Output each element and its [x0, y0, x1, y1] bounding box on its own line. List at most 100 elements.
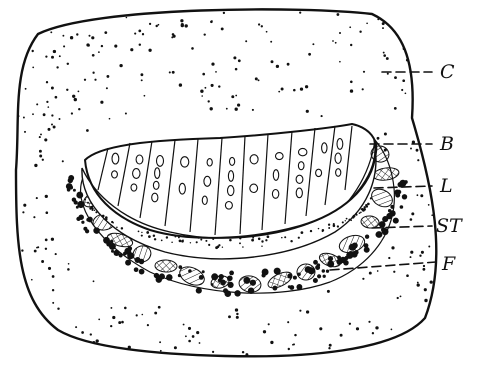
- lamina-dot: [342, 221, 344, 223]
- stipple-dot: [36, 197, 38, 199]
- stipple-dot: [405, 92, 407, 94]
- stipple-dot: [71, 112, 73, 114]
- label-b: B: [439, 133, 454, 155]
- stipple-dot: [45, 55, 47, 57]
- lamina-dot: [365, 204, 367, 206]
- stroma-dot: [322, 269, 325, 272]
- stroma-dot: [382, 228, 389, 235]
- stipple-dot: [93, 280, 95, 282]
- stipple-dot: [106, 87, 108, 89]
- stroma-dot: [296, 284, 302, 290]
- stipple-dot: [48, 267, 51, 270]
- stroma-dot: [323, 275, 326, 278]
- stipple-dot: [21, 298, 24, 301]
- stipple-dot: [420, 194, 423, 197]
- stipple-dot: [158, 306, 161, 309]
- stipple-dot: [332, 40, 334, 42]
- stipple-dot: [24, 131, 26, 133]
- stroma-dot: [224, 290, 231, 297]
- stipple-dot: [228, 315, 231, 318]
- stipple-dot: [101, 45, 103, 47]
- blood-vessel: [155, 260, 177, 273]
- stipple-dot: [72, 11, 75, 14]
- stipple-dot: [45, 239, 48, 242]
- stipple-dot: [90, 333, 92, 335]
- label-f: F: [441, 253, 456, 275]
- lamina-dot: [95, 211, 97, 213]
- stipple-dot: [172, 33, 175, 36]
- stipple-dot: [382, 22, 385, 25]
- stipple-dot: [236, 316, 239, 319]
- stipple-dot: [339, 61, 341, 63]
- lamina-dot: [252, 237, 254, 239]
- stipple-dot: [255, 77, 258, 80]
- stipple-dot: [62, 35, 64, 37]
- stipple-dot: [191, 47, 194, 50]
- cell-wall: [118, 143, 130, 206]
- stroma-dot: [123, 252, 127, 256]
- stipple-dot: [56, 348, 58, 350]
- lamina-dot: [91, 206, 93, 208]
- stipple-dot: [40, 15, 43, 18]
- stipple-dot: [276, 65, 279, 68]
- stroma-dot: [376, 231, 383, 238]
- stroma-dot: [340, 258, 344, 262]
- stipple-dot: [208, 100, 210, 102]
- lamina-dot: [196, 241, 198, 243]
- lamina-dot: [345, 220, 346, 221]
- stipple-dot: [154, 312, 157, 315]
- stipple-dot: [422, 347, 424, 349]
- stipple-dot: [134, 33, 136, 35]
- stipple-dot: [306, 110, 309, 113]
- stipple-dot: [359, 31, 361, 33]
- stipple-dot: [271, 60, 274, 63]
- stipple-dot: [51, 56, 54, 59]
- stipple-dot: [141, 314, 143, 316]
- stipple-dot: [192, 335, 195, 338]
- cell-wall: [190, 139, 198, 232]
- stipple-dot: [185, 335, 187, 337]
- stipple-dot: [305, 85, 308, 88]
- stroma-dot: [326, 270, 329, 273]
- cell-nucleus: [133, 169, 140, 179]
- stipple-dot: [428, 204, 430, 206]
- stipple-dot: [70, 36, 73, 39]
- stipple-dot: [410, 256, 412, 258]
- lamina-dot: [147, 231, 149, 233]
- stipple-dot: [350, 44, 352, 46]
- lamina-dot: [328, 227, 330, 229]
- lamina-dot: [92, 209, 94, 211]
- stipple-dot: [235, 68, 238, 71]
- lamina-dot: [222, 246, 223, 247]
- stroma-dot: [388, 209, 391, 212]
- stroma-dot: [76, 206, 79, 209]
- stipple-dot: [329, 344, 332, 347]
- stroma-dot: [139, 259, 145, 265]
- cell-nucleus: [336, 169, 341, 177]
- stipple-dot: [368, 321, 370, 323]
- stipple-dot: [223, 12, 225, 14]
- stroma-dot: [382, 216, 388, 222]
- stipple-dot: [55, 253, 57, 255]
- cell-nucleus: [337, 139, 343, 150]
- stipple-dot: [53, 50, 56, 53]
- stipple-dot: [89, 35, 91, 37]
- stipple-dot: [37, 246, 39, 248]
- stroma-dot: [202, 270, 205, 273]
- stipple-dot: [98, 319, 100, 321]
- stipple-dot: [231, 95, 234, 98]
- stroma-dot: [390, 205, 394, 209]
- stipple-dot: [392, 25, 394, 27]
- cell-nucleus: [230, 157, 235, 165]
- stroma-dot: [395, 193, 400, 198]
- stipple-dot: [421, 111, 424, 114]
- stipple-dot: [386, 57, 389, 60]
- stroma-dot: [166, 274, 173, 281]
- stipple-dot: [252, 109, 254, 111]
- cell-wall: [262, 134, 268, 230]
- stipple-dot: [377, 137, 380, 140]
- stipple-dot: [86, 129, 89, 132]
- stroma-dot: [211, 273, 218, 280]
- stipple-dot: [34, 164, 37, 167]
- cell-nucleus: [276, 153, 284, 160]
